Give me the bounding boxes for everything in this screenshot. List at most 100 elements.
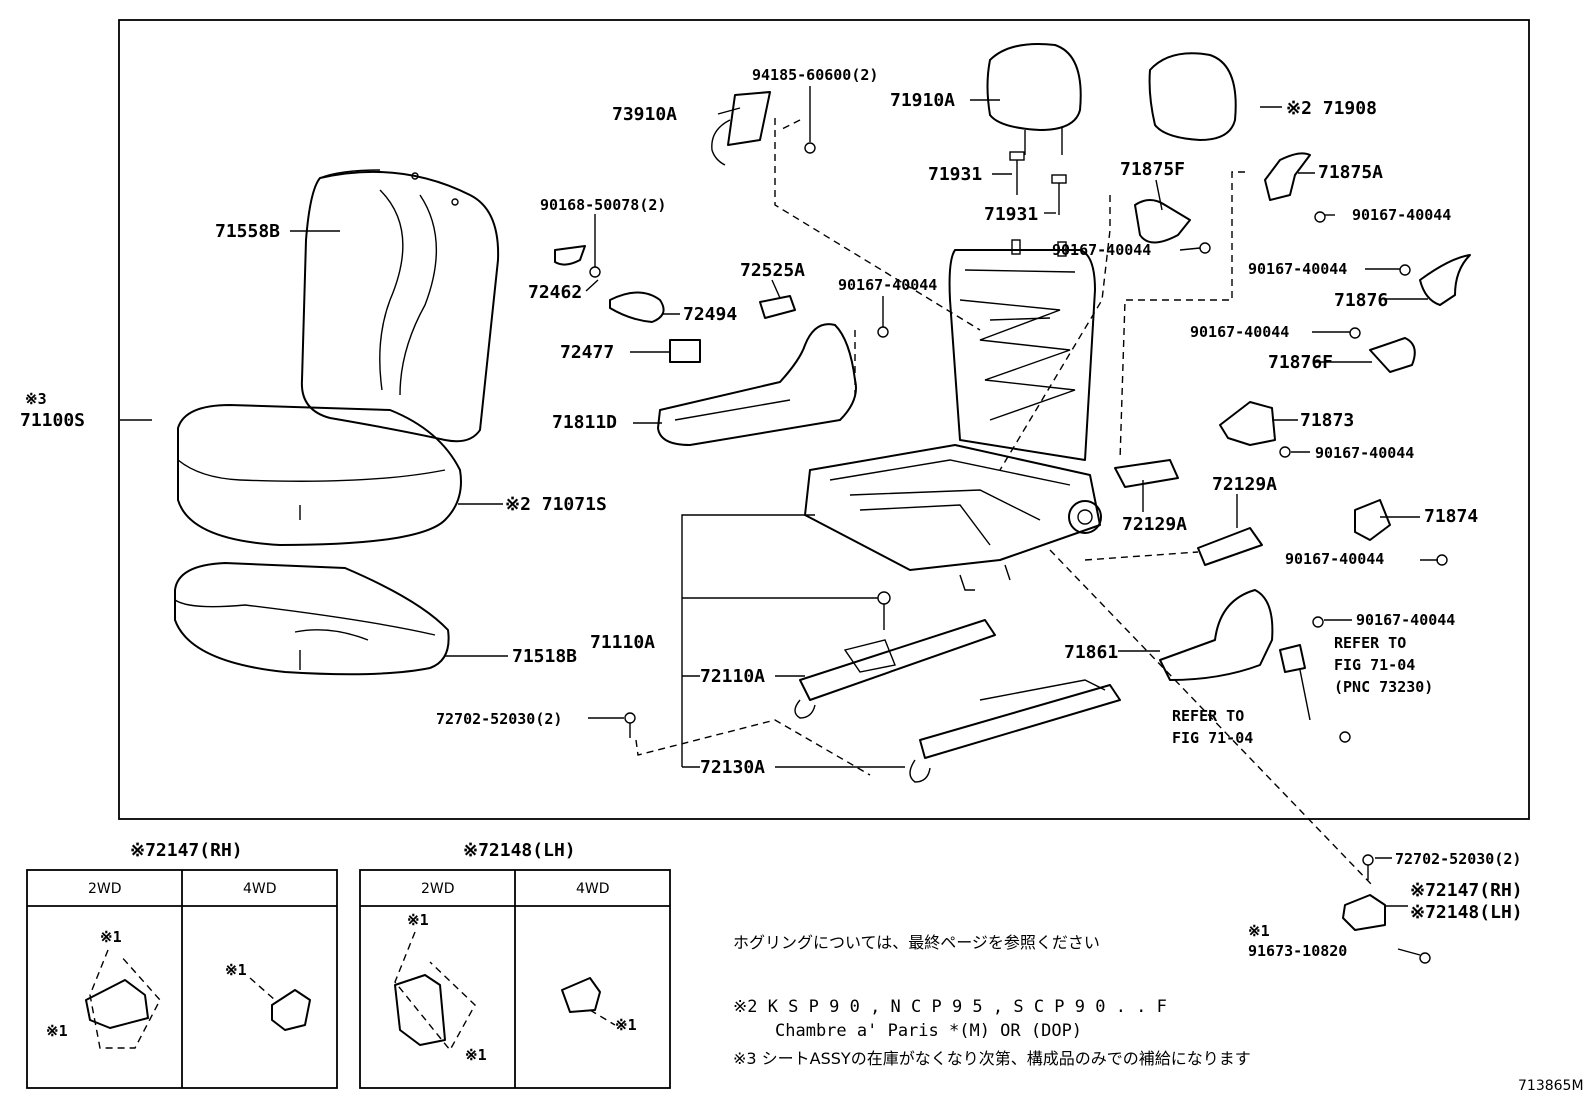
figure-id: 713865M [1518,1078,1584,1094]
label-72702-left: 72702-52030(2) [436,710,562,728]
label-90167-6: 90167-40044 [1285,550,1384,568]
diagram-frame [118,19,1530,820]
cover-72129a-1 [1114,459,1179,488]
bracket-71873 [1219,401,1276,446]
seat-cushion-pad [174,562,450,676]
label-90167-4: 90167-40044 [1190,323,1289,341]
label-71875a: 71875A [1318,162,1383,183]
label-refer1-a: REFER TO [1334,634,1406,652]
cover-72129a-2 [1197,527,1263,566]
table-rh-title: ※72147(RH) [130,840,243,861]
label-72148-lh: ※72148(LH) [1410,902,1523,923]
table-72147-rh: ※72147(RH) 2WD 4WD ※1 ※1 ※1 [26,840,338,1089]
dashed-lines [635,118,1373,886]
label-90167-7: 90167-40044 [1356,611,1455,629]
label-71811d: 71811D [552,412,617,433]
rh-col-4wd: 4WD [243,881,277,897]
label-90167-3: 90167-40044 [1248,260,1347,278]
part-labels: 94185-60600(2) 73910A 71910A ※2 71908 71… [20,66,1523,960]
cover-72525a [759,295,796,319]
label-90167-8: 90167-40044 [838,276,937,294]
sensor-73910a [711,91,816,166]
recliner-cover [657,323,857,446]
lh-2wd-mark-a: ※1 [407,911,429,929]
right-parts-group [1114,152,1471,566]
label-71518b: 71518B [512,646,577,667]
rh-col-2wd: 2WD [88,881,122,897]
note-line-3: Chambre a' Paris *(M) OR (DOP) [775,1021,1082,1041]
lh-col-4wd: 4WD [576,881,610,897]
knob-72494 [609,291,665,323]
note-line-2: ※2 K S P 9 0 , N C P 9 5 , S C P 9 0 . .… [733,997,1167,1017]
rh-2wd-mark-a: ※1 [100,928,122,946]
label-72477: 72477 [560,342,614,363]
label-72130a: 72130A [700,757,765,778]
rh-4wd-mark: ※1 [225,961,247,979]
label-90167-2: 90167-40044 [1052,241,1151,259]
label-71875f: 71875F [1120,159,1185,180]
cap-72462 [554,245,586,266]
label-71071s: ※2 71071S [505,494,607,515]
label-mark1: ※1 [1248,922,1270,940]
clip-72477 [669,339,701,363]
screw-90168 [589,266,601,278]
label-71931-a: 71931 [928,164,982,185]
label-71874: 71874 [1424,506,1478,527]
label-72110a: 72110A [700,666,765,687]
seat-track-72110a [794,591,996,719]
headrest-71908 [1148,52,1237,141]
label-71876f: 71876F [1268,352,1333,373]
label-refer2-b: FIG 71-04 [1172,729,1253,747]
note-line-4: ※3 シートASSYの在庫がなくなり次第、構成品のみでの補給になります [733,1049,1251,1068]
bracket-71875a [1264,152,1311,201]
table-lh-title: ※72148(LH) [463,840,576,861]
seat-frame [804,239,1102,591]
headrest-71910a [986,43,1082,155]
label-71931-b: 71931 [984,204,1038,225]
seat-track-72130a [909,679,1121,783]
label-refer2-a: REFER TO [1172,707,1244,725]
lh-2wd-mark-b: ※1 [465,1046,487,1064]
label-71910a: 71910A [890,90,955,111]
label-refer1-c: (PNC 73230) [1334,678,1433,696]
label-73910a: 73910A [612,104,677,125]
bracket-71874 [1354,499,1391,541]
bracket-71876f [1369,337,1416,373]
lh-col-2wd: 2WD [421,881,455,897]
seat-cushion-cover [177,404,462,546]
label-72462: 72462 [528,282,582,303]
label-90168: 90168-50078(2) [540,196,666,214]
note-line-1: ホグリングについては、最終ページを参照ください [733,933,1100,952]
label-71100s-mark: ※3 [25,390,47,408]
label-71861: 71861 [1064,642,1118,663]
headrest-guide [1009,151,1067,215]
label-72129a-2: 72129A [1212,474,1277,495]
label-72525a: 72525A [740,260,805,281]
notes: ホグリングについては、最終ページを参照ください ※2 K S P 9 0 , N… [733,933,1251,1068]
label-94185: 94185-60600(2) [752,66,878,84]
rh-2wd-mark-b: ※1 [46,1022,68,1040]
label-71876: 71876 [1334,290,1388,311]
label-71873: 71873 [1300,410,1354,431]
label-90167-5: 90167-40044 [1315,444,1414,462]
bracket-71876 [1419,254,1471,306]
lh-4wd-mark: ※1 [615,1016,637,1034]
seat-back-cover [300,169,500,443]
leader-lines [120,86,1438,956]
label-71908: ※2 71908 [1286,98,1377,119]
bracket-72147-72148 [1342,854,1431,964]
label-72129a-1: 72129A [1122,514,1187,535]
bolt-72702-left [624,712,636,738]
label-91673: 91673-10820 [1248,942,1347,960]
label-72147-rh: ※72147(RH) [1410,880,1523,901]
label-71558b: 71558B [215,221,280,242]
label-refer1-b: FIG 71-04 [1334,656,1415,674]
label-72702-right: 72702-52030(2) [1395,850,1521,868]
label-72494: 72494 [683,304,737,325]
bracket-71875f [1134,199,1191,244]
screw-90167-a [877,326,889,338]
table-72148-lh: ※72148(LH) 2WD 4WD ※1 ※1 ※1 [359,840,671,1089]
side-shield-71861 [1159,589,1351,743]
label-90167-1: 90167-40044 [1352,206,1451,224]
